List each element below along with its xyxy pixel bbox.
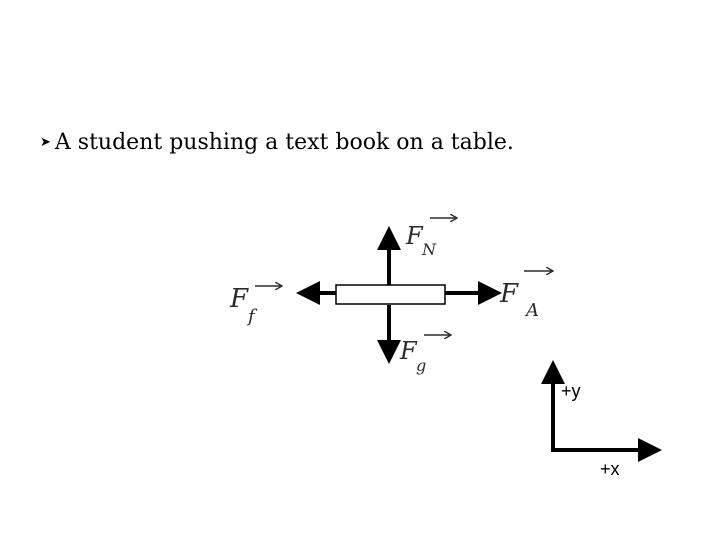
friction-force-symbol: F	[229, 284, 249, 314]
problem-statement: A student pushing a text book on a table…	[54, 129, 514, 155]
bullet-line: ➤ A student pushing a text book on a tab…	[40, 124, 514, 160]
coordinate-axes: +y +x	[541, 360, 662, 479]
gravity-force-subscript: g	[416, 356, 426, 375]
y-axis-label: +y	[561, 381, 581, 401]
x-axis-label: +x	[600, 459, 620, 479]
normal-force-symbol: F	[405, 222, 424, 250]
applied-force-symbol: F	[499, 279, 519, 309]
friction-force-subscript: f	[246, 306, 258, 327]
applied-force-subscript: A	[524, 300, 539, 321]
gravity-force-symbol: F	[399, 337, 418, 365]
book-rectangle	[335, 284, 446, 305]
applied-force-label: F A	[499, 271, 552, 321]
normal-force-subscript: N	[421, 240, 437, 259]
friction-force-label: F f	[229, 284, 281, 327]
normal-force-label: F N	[405, 218, 456, 259]
arrow-bullet-icon: ➤	[40, 134, 51, 150]
gravity-force-label: F g	[399, 335, 450, 375]
